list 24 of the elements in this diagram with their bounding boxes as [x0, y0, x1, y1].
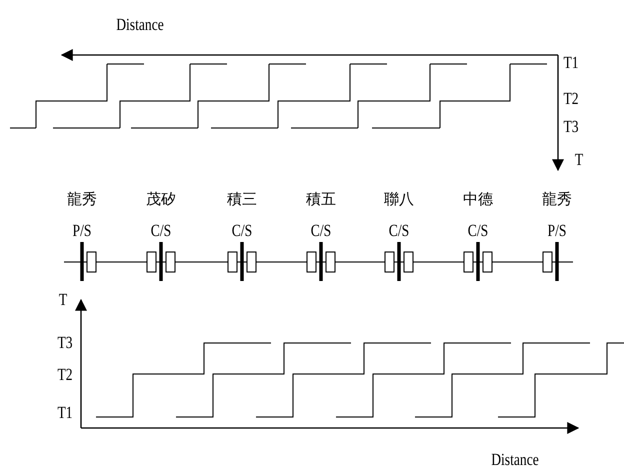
station-name: 積三: [227, 191, 257, 209]
axis-tick-label: T1: [563, 54, 579, 72]
axis-label: T: [574, 151, 584, 169]
station-name: 龍秀: [542, 191, 572, 209]
axis-label: Distance: [491, 451, 539, 469]
axis-tick-label: T3: [57, 334, 73, 352]
station-name: 聯八: [384, 191, 414, 209]
station-type-label: C/S: [232, 222, 252, 240]
station-name: 積五: [306, 191, 336, 209]
axis-tick-label: T2: [563, 90, 579, 108]
axis-tick-label: T3: [563, 118, 579, 136]
station-name: 茂矽: [146, 191, 176, 209]
station-type-label: P/S: [548, 222, 566, 240]
axis-label: T: [58, 291, 68, 309]
station-type-label: C/S: [150, 222, 172, 240]
station-type-label: C/S: [468, 222, 488, 240]
station-type-label: C/S: [310, 222, 332, 240]
station-name: 龍秀: [67, 191, 97, 209]
axis-tick-label: T1: [57, 404, 73, 422]
axis-label: Distance: [116, 16, 164, 34]
axis-tick-label: T2: [57, 366, 73, 384]
station-type-label: C/S: [388, 222, 410, 240]
station-type-label: P/S: [72, 222, 92, 240]
station-name: 中德: [463, 191, 493, 209]
